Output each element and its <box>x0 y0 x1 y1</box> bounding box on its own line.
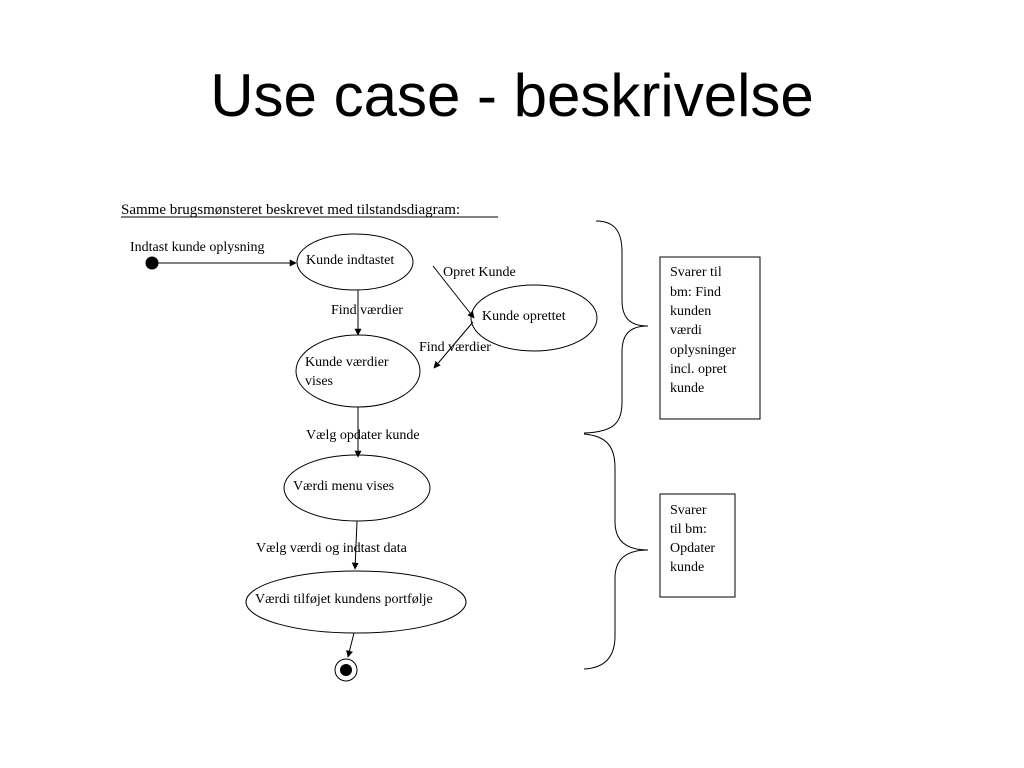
note-2-line-4: kunde <box>670 560 704 575</box>
slide-title: Use case - beskrivelse <box>210 62 814 129</box>
state-label-vaerdi-menu: Værdi menu vises <box>293 479 394 494</box>
transition-label-find-vaerdier-2: Find værdier <box>419 340 491 355</box>
note-1-line-6: incl. opret <box>670 362 727 377</box>
note-2-line-3: Opdater <box>670 541 715 556</box>
transition-label-vaelg-vaerdi: Vælg værdi og indtast data <box>256 541 408 556</box>
note-1-line-5: oplysninger <box>670 343 736 358</box>
diagram-caption: Samme brugsmønsteret beskrevet med tilst… <box>121 202 460 218</box>
transition-label-vaelg-opdater: Vælg opdater kunde <box>306 428 420 443</box>
start-node <box>145 256 159 270</box>
note-1-line-2: bm: Find <box>670 285 721 300</box>
note-1-line-4: værdi <box>670 323 702 338</box>
transition-find-2-arrow <box>433 321 474 369</box>
transition-opret-arrow <box>432 265 475 319</box>
state-label-kunde-oprettet: Kunde oprettet <box>482 309 566 324</box>
state-label-kunde-vaerdier-line1: Kunde værdier <box>305 355 389 370</box>
note-2-line-1: Svarer <box>670 503 707 518</box>
end-node-outer <box>334 658 358 682</box>
state-kunde-oprettet <box>470 284 598 352</box>
brace-2 <box>583 433 649 670</box>
brace-1 <box>583 220 649 434</box>
state-label-kunde-vaerdier-line2: vises <box>305 374 333 389</box>
state-kunde-indtastet <box>296 233 414 291</box>
state-label-vaerdi-tilfoejet: Værdi tilføjet kundens portfølje <box>255 592 433 607</box>
note-1-line-1: Svarer til <box>670 265 722 280</box>
note-box-2 <box>659 493 736 598</box>
transition-label-indtast: Indtast kunde oplysning <box>130 240 265 255</box>
end-node-inner <box>340 664 352 676</box>
note-1-line-7: kunde <box>670 381 704 396</box>
note-1-line-3: kunden <box>670 304 711 319</box>
state-vaerdi-tilfoejet <box>245 570 467 634</box>
transition-label-opret-kunde: Opret Kunde <box>443 265 516 280</box>
note-2-line-2: til bm: <box>670 522 707 537</box>
state-kunde-vaerdier <box>295 334 421 408</box>
note-box-1 <box>659 256 761 420</box>
transition-end-arrow <box>346 632 355 658</box>
transition-label-find-vaerdier-1: Find værdier <box>331 303 403 318</box>
transition-vaerdi-arrow <box>351 520 359 570</box>
state-label-kunde-indtastet: Kunde indtastet <box>306 253 394 268</box>
